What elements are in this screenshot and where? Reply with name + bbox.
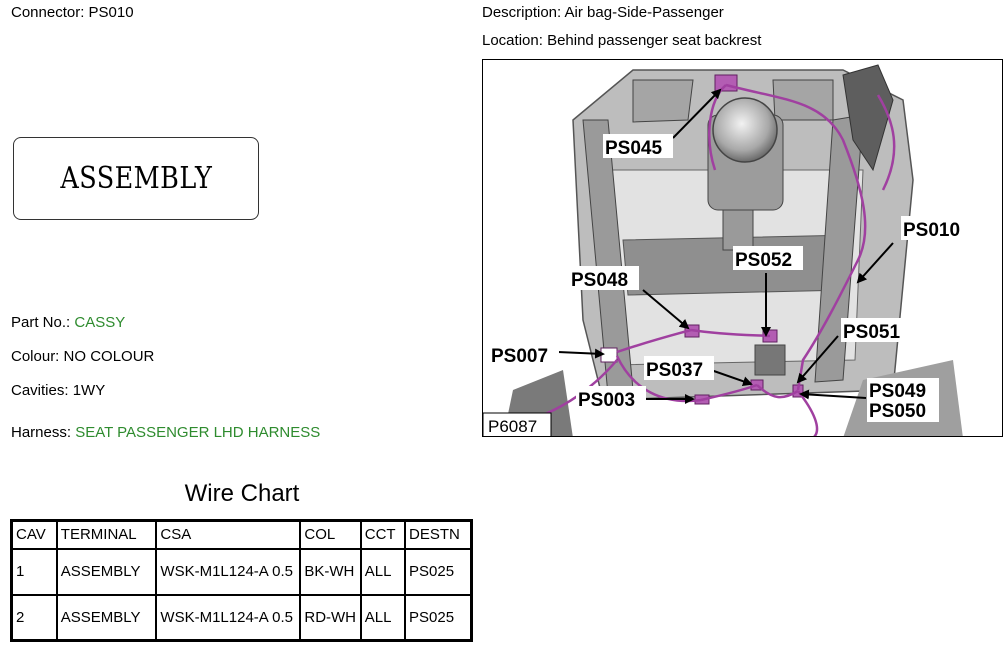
table-header-row: CAV TERMINAL CSA COL CCT DESTN [10,519,473,550]
colour-line: Colour: NO COLOUR [11,348,154,365]
colour-label: Colour: [11,348,60,365]
harness-line: Harness: SEAT PASSENGER LHD HARNESS [11,424,320,441]
label-ps048: PS048 [571,270,628,291]
cavities-line: Cavities: 1WY [11,382,105,399]
figure-id: P6087 [488,417,537,436]
label-ps007: PS007 [491,346,548,367]
part-no-value: CASSY [74,314,126,331]
cell-terminal: ASSEMBLY [55,547,158,596]
label-ps052: PS052 [735,250,792,271]
location-label: Location: [482,32,543,49]
description-line: Description: Air bag-Side-Passenger [482,4,724,21]
header-csa: CSA [155,519,302,550]
cell-col: RD-WH [299,593,362,642]
table-row: 1 ASSEMBLY WSK-M1L124-A 0.5 BK-WH ALL PS… [10,547,473,596]
label-ps045: PS045 [605,138,662,159]
wire-chart-table: CAV TERMINAL CSA COL CCT DESTN 1 ASSEMBL… [10,519,473,642]
cell-terminal: ASSEMBLY [55,593,158,642]
header-destn: DESTN [404,519,473,550]
wire-chart-title: Wire Chart [184,480,300,507]
cell-destn: PS025 [404,593,473,642]
assembly-box-text: ASSEMBLY [60,161,212,196]
label-ps037: PS037 [646,360,703,381]
colour-value: NO COLOUR [63,348,155,365]
label-ps049: PS049 [869,381,926,402]
header-cav: CAV [10,519,58,550]
cavities-value: 1WY [72,382,106,399]
location-line: Location: Behind passenger seat backrest [482,32,761,49]
cell-destn: PS025 [404,547,473,596]
cell-cav: 2 [10,593,58,642]
cell-cct: ALL [359,547,407,596]
header-cct: CCT [359,519,407,550]
label-ps050: PS050 [869,401,926,422]
cavities-label: Cavities: [11,382,69,399]
cell-cct: ALL [359,593,407,642]
leader-arrows [557,88,894,404]
cell-csa: WSK-M1L124-A 0.5 [155,547,302,596]
part-no-line: Part No.: CASSY [11,314,125,331]
cell-csa: WSK-M1L124-A 0.5 [155,593,302,642]
part-no-label: Part No.: [11,314,71,331]
connector-labels: PS045 PS010 PS052 PS048 PS051 PS007 PS03… [489,134,971,422]
location-diagram: PS045 PS010 PS052 PS048 PS051 PS007 PS03… [482,59,1003,437]
description-label: Description: [482,4,562,21]
cell-col: BK-WH [299,547,362,596]
location-value: Behind passenger seat backrest [547,32,762,49]
cell-cav: 1 [10,547,58,596]
label-ps010: PS010 [903,220,960,241]
description-value: Air bag-Side-Passenger [564,4,724,21]
harness-label: Harness: [11,424,72,441]
label-ps003: PS003 [578,390,635,411]
header-col: COL [299,519,362,550]
seat-frame-illustration: PS045 PS010 PS052 PS048 PS051 PS007 PS03… [483,60,1002,436]
connector-value: PS010 [88,4,134,21]
table-row: 2 ASSEMBLY WSK-M1L124-A 0.5 RD-WH ALL PS… [10,593,473,642]
connector-face-view: ASSEMBLY [13,137,259,220]
connector-label: Connector: [11,4,85,21]
speaker-module [707,97,784,251]
connector-line: Connector: PS010 [11,4,134,21]
label-ps051: PS051 [843,322,900,343]
header-terminal: TERMINAL [55,519,158,550]
harness-value: SEAT PASSENGER LHD HARNESS [75,424,321,441]
